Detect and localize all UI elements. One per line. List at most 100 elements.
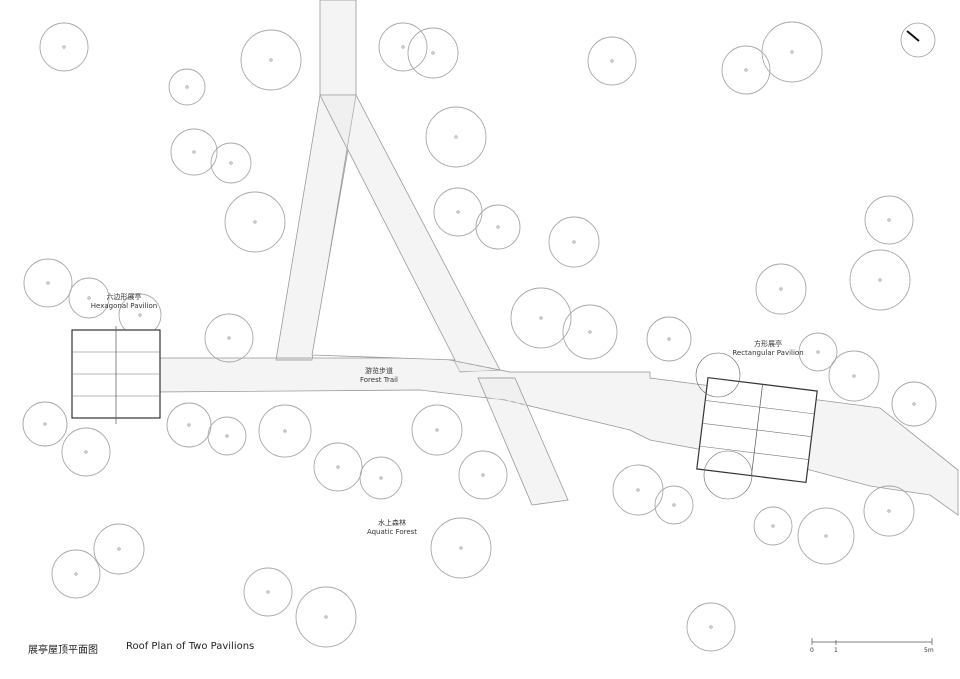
- tree-canopy: [93, 523, 145, 575]
- tree-trunk-dot: [610, 59, 614, 63]
- tree-canopy: [761, 21, 823, 83]
- tree-trunk-dot: [454, 135, 458, 139]
- tree-trunk-dot: [227, 336, 231, 340]
- tree-trunk-dot: [43, 422, 47, 426]
- tree-trunk-dot: [878, 278, 882, 282]
- tree-trunk-dot: [912, 402, 916, 406]
- tree-trunk-dot: [379, 476, 383, 480]
- tree-trunk-dot: [539, 316, 543, 320]
- tree-trunk-dot: [185, 85, 189, 89]
- tree-canopy: [797, 507, 855, 565]
- tree-canopy: [828, 350, 880, 402]
- tree-canopy: [22, 401, 68, 447]
- forest-label-zh: 水上森林: [378, 519, 406, 527]
- tree-canopy: [863, 485, 915, 537]
- drawing-title-zh: 展亭屋顶平面图: [28, 645, 98, 656]
- tree-trunk-dot: [324, 615, 328, 619]
- tree-canopy: [295, 586, 357, 648]
- tree-trunk-dot: [84, 450, 88, 454]
- tree-trunk-dot: [192, 150, 196, 154]
- tree-canopy: [243, 567, 293, 617]
- tree-canopy: [654, 485, 694, 525]
- hex-pavilion-label-zh: 六边形展亭: [106, 293, 142, 301]
- tree-trunk-dot: [496, 225, 500, 229]
- tree-trunk-dot: [824, 534, 828, 538]
- tree-canopy: [170, 128, 218, 176]
- tree-canopy: [891, 381, 937, 427]
- tree-trunk-dot: [117, 547, 121, 551]
- tree-trunk-dot: [667, 337, 671, 341]
- tree-canopy: [359, 456, 403, 500]
- tree-canopy: [51, 549, 101, 599]
- tree-canopy: [23, 258, 73, 308]
- tree-trunk-dot: [435, 428, 439, 432]
- tree-canopy: [407, 27, 459, 79]
- tree-trunk-dot: [336, 465, 340, 469]
- tree-canopy: [510, 287, 572, 349]
- tree-canopy: [61, 427, 111, 477]
- tree-canopy: [458, 450, 508, 500]
- tree-canopy: [587, 36, 637, 86]
- tree-canopy: [849, 249, 911, 311]
- tree-canopy: [224, 191, 286, 253]
- tree-canopy: [433, 187, 483, 237]
- tree-trunk-dot: [283, 429, 287, 433]
- tree-canopy: [721, 45, 771, 95]
- trail-label-zh: 游览步道: [364, 367, 393, 375]
- tree-canopy: [755, 263, 807, 315]
- tree-trunk-dot: [771, 524, 775, 528]
- tree-trunk-dot: [588, 330, 592, 334]
- forest-trail-boardwalk: [157, 0, 959, 516]
- tree-canopy: [210, 142, 252, 184]
- tree-trunk-dot: [229, 161, 233, 165]
- tree-trunk-dot: [852, 374, 856, 378]
- tree-canopy: [166, 402, 212, 448]
- scale-tick-1: 1: [834, 647, 838, 654]
- tree-trunk-dot: [887, 218, 891, 222]
- tree-trunk-dot: [225, 434, 229, 438]
- rectangular-pavilion-roof: [695, 352, 818, 500]
- tree-trunk-dot: [253, 220, 257, 224]
- rect-pavilion-label-en: Rectangular Pavilion: [732, 349, 804, 357]
- tree-canopies: [22, 21, 937, 652]
- hex-pavilion-label-en: Hexagonal Pavilion: [90, 302, 158, 310]
- tree-trunk-dot: [459, 546, 463, 550]
- tree-trunk-dot: [709, 625, 713, 629]
- tree-canopy: [646, 316, 692, 362]
- tree-canopy: [240, 29, 302, 91]
- tree-trunk-dot: [481, 473, 485, 477]
- tree-canopy: [411, 404, 463, 456]
- tree-canopy: [204, 313, 254, 363]
- tree-trunk-dot: [269, 58, 273, 62]
- tree-canopy: [68, 277, 110, 319]
- pavilion-tree-top: [695, 352, 753, 500]
- scale-tick-0: 0: [810, 647, 814, 654]
- tree-trunk-dot: [74, 572, 78, 576]
- tree-canopy: [475, 204, 521, 250]
- scale-tick-5m: 5m: [924, 647, 934, 654]
- tree-trunk-dot: [187, 423, 191, 427]
- tree-trunk-dot: [87, 296, 91, 300]
- drawing-title-en: Roof Plan of Two Pavilions: [126, 641, 255, 652]
- tree-trunk-dot: [138, 313, 142, 317]
- tree-trunk-dot: [790, 50, 794, 54]
- tree-canopy: [430, 517, 492, 579]
- tree-canopy: [753, 506, 793, 546]
- tree-trunk-dot: [572, 240, 576, 244]
- trail-inner-island: [311, 148, 456, 361]
- tree-canopy: [798, 332, 838, 372]
- tree-canopy: [548, 216, 600, 268]
- tree-canopy: [864, 195, 914, 245]
- tree-canopy: [686, 602, 736, 652]
- tree-canopy: [378, 22, 428, 72]
- tree-trunk-dot: [431, 51, 435, 55]
- tree-trunk-dot: [46, 281, 50, 285]
- tree-trunk-dot: [887, 509, 891, 513]
- north-arrow-icon: [900, 22, 936, 58]
- tree-trunk-dot: [672, 503, 676, 507]
- tree-canopy: [207, 416, 247, 456]
- tree-trunk-dot: [456, 210, 460, 214]
- tree-trunk-dot: [816, 350, 820, 354]
- hexagonal-pavilion-roof: [71, 326, 161, 424]
